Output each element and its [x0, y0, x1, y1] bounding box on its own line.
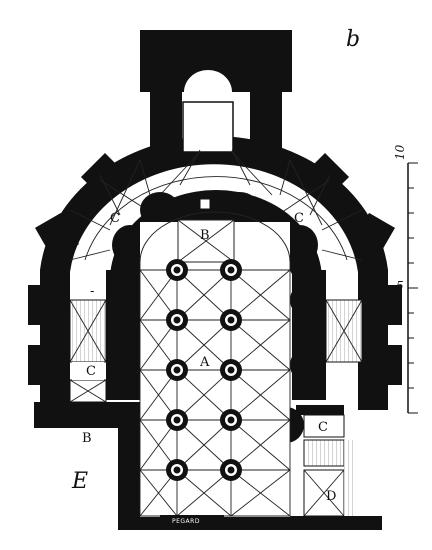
label-c-right-aisle: C [318, 420, 328, 435]
scale-label-top: 10 [393, 144, 407, 160]
engraver-plate [160, 515, 224, 526]
monogram: E [71, 469, 88, 494]
nave-vault-ribs [139, 262, 291, 517]
nave-pier [166, 259, 188, 281]
engraver-signature: PEGARD [172, 518, 200, 525]
right-aisle [303, 299, 363, 517]
nave-pier [166, 409, 188, 431]
nave-pier [166, 359, 188, 381]
ambulatory-ribs [69, 149, 363, 261]
label-c-right-ambulatory: C [294, 211, 304, 226]
label-g: G [204, 83, 214, 98]
label-c-left-aisle: C [86, 364, 96, 379]
nave [139, 211, 291, 517]
label-c-left-ambulatory: C [110, 211, 120, 226]
nave-pier [166, 309, 188, 331]
label-d: D [326, 489, 336, 504]
corner-mark: b [346, 27, 360, 52]
nave-piers [166, 259, 242, 481]
nave-pier [220, 359, 242, 381]
nave-pier [220, 309, 242, 331]
nave-pier [166, 459, 188, 481]
nave-pier [220, 409, 242, 431]
keystone-mark [199, 198, 211, 210]
label-dash: - [90, 284, 94, 299]
label-b-top: B [200, 228, 210, 243]
axial-chapel [140, 30, 292, 153]
scale-label-mid: 5 [396, 279, 404, 293]
outer-buttresses [28, 152, 402, 385]
nave-pier [220, 259, 242, 281]
scale-bar: 10 5 [393, 144, 418, 414]
label-a: A [199, 355, 210, 370]
label-b-bottom: B [82, 431, 92, 446]
nave-pier [220, 459, 242, 481]
lower-walls [34, 402, 382, 530]
left-aisle [69, 299, 107, 403]
